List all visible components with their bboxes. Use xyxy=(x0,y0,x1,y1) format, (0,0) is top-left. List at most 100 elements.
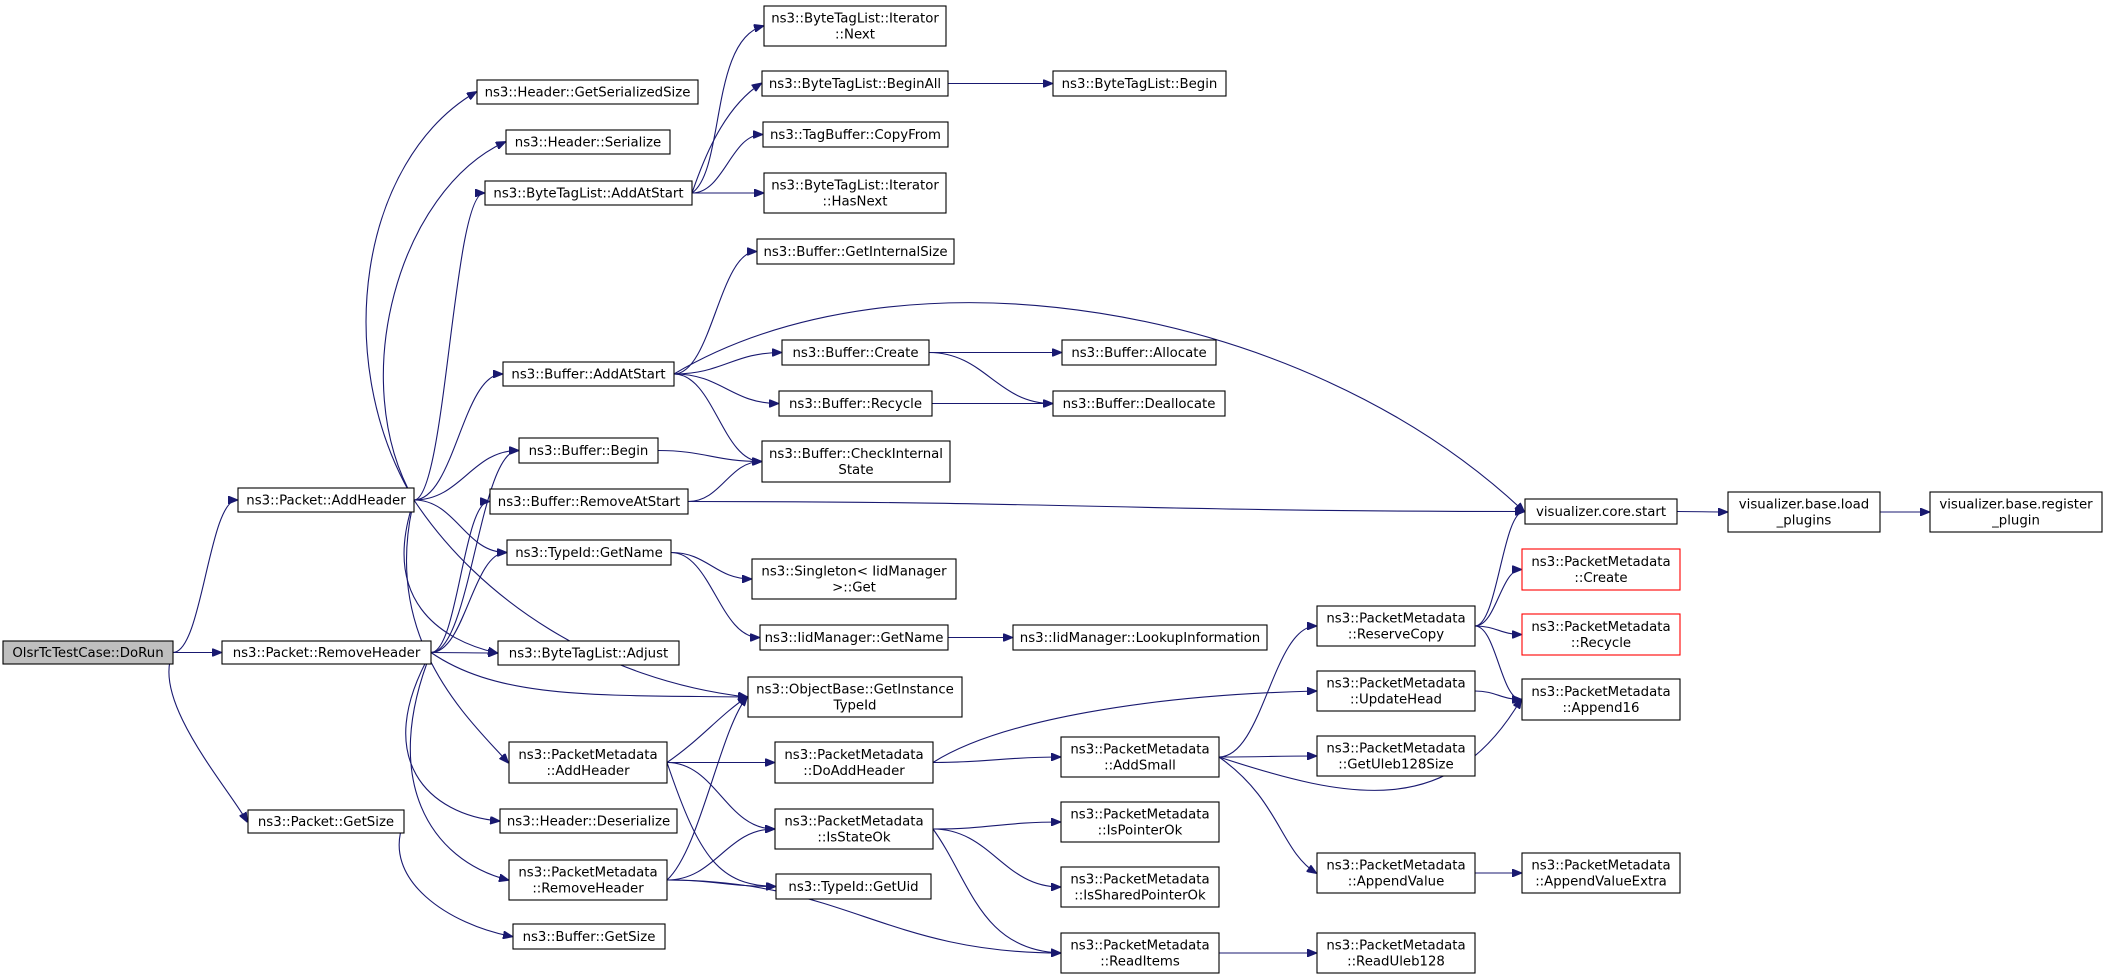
node-vis_base_register_plugin[interactable]: visualizer.base.register_plugin xyxy=(1929,491,2103,533)
node-label: ns3::Singleton< IidManager xyxy=(761,565,947,580)
node-pm_reservecopy[interactable]: ns3::PacketMetadata::ReserveCopy xyxy=(1316,605,1476,647)
node-vis_base_load_plugins[interactable]: visualizer.base.load_plugins xyxy=(1727,491,1881,533)
node-box xyxy=(1060,866,1220,908)
node-box xyxy=(476,79,699,105)
node-btli_hasnext[interactable]: ns3::ByteTagList::Iterator::HasNext xyxy=(763,172,947,214)
node-label: ns3::Buffer::Recycle xyxy=(789,397,922,412)
node-label: visualizer.core.start xyxy=(1536,505,1666,520)
node-label: State xyxy=(838,463,873,478)
node-pm_readuleb128[interactable]: ns3::PacketMetadata::ReadUleb128 xyxy=(1316,932,1476,974)
node-pm_issharedpointerok[interactable]: ns3::PacketMetadata::IsSharedPointerOk xyxy=(1060,866,1220,908)
node-pm_create[interactable]: ns3::PacketMetadata::Create xyxy=(1521,548,1681,591)
node-pkt_getsize[interactable]: ns3::Packet::GetSize xyxy=(247,809,405,834)
node-label: ns3::PacketMetadata xyxy=(784,815,923,830)
node-btl_begin[interactable]: ns3::ByteTagList::Begin xyxy=(1052,70,1227,97)
node-box xyxy=(506,539,672,566)
node-pm_removeheader[interactable]: ns3::PacketMetadata::RemoveHeader xyxy=(508,859,668,901)
edge-pkt_removeheader-to-buf_removeatstart xyxy=(430,502,489,654)
node-label: ns3::PacketMetadata xyxy=(1326,677,1465,692)
node-box xyxy=(1524,498,1678,525)
node-pm_doaddheader[interactable]: ns3::PacketMetadata::DoAddHeader xyxy=(774,741,934,784)
node-pm_addsmall[interactable]: ns3::PacketMetadata::AddSmall xyxy=(1060,736,1220,778)
edge-pm_addsmall-to-pm_appendvalue xyxy=(1218,756,1316,873)
node-pm_addheader[interactable]: ns3::PacketMetadata::AddHeader xyxy=(508,741,668,784)
node-label: ns3::PacketMetadata xyxy=(1070,939,1209,954)
node-label: ns3::Buffer::Allocate xyxy=(1071,346,1206,361)
node-box xyxy=(1316,852,1476,894)
node-buf_getinternalsize[interactable]: ns3::Buffer::GetInternalSize xyxy=(756,238,955,265)
node-label: TypeId xyxy=(833,699,877,714)
node-singleton_get[interactable]: ns3::Singleton< IidManager >::Get xyxy=(751,558,957,600)
edge-buf_removeatstart-to-vis_core_start xyxy=(687,500,1524,512)
edge-typeid_getname-to-iid_getname xyxy=(670,551,759,638)
edge-pkt_getsize-to-buf_getsize xyxy=(398,821,512,937)
node-box xyxy=(1521,852,1681,894)
node-buf_begin[interactable]: ns3::Buffer::Begin xyxy=(518,437,659,464)
node-pm_ispointerok[interactable]: ns3::PacketMetadata::IsPointerOk xyxy=(1060,801,1220,843)
node-btl_adjust[interactable]: ns3::ByteTagList::Adjust xyxy=(497,640,680,666)
node-label: ::IsSharedPointerOk xyxy=(1074,889,1206,904)
node-label: ns3::Packet::AddHeader xyxy=(246,494,406,509)
edge-pm_doaddheader-to-pm_updatehead xyxy=(932,691,1316,763)
node-typeid_getuid[interactable]: ns3::TypeId::GetUid xyxy=(775,873,932,900)
node-box xyxy=(1521,678,1681,721)
edge-buf_create-to-buf_deallocate xyxy=(928,351,1052,404)
node-pm_isstateok[interactable]: ns3::PacketMetadata::IsStateOk xyxy=(774,808,934,850)
node-buf_deallocate[interactable]: ns3::Buffer::Deallocate xyxy=(1052,390,1226,417)
edge-pm_addheader-to-typeid_getuid xyxy=(666,762,775,887)
node-dorun[interactable]: OlsrTcTestCase::DoRun xyxy=(2,640,174,665)
node-label: ::AddSmall xyxy=(1104,759,1176,774)
node-box xyxy=(508,859,668,901)
node-box xyxy=(762,121,949,148)
node-pkt_addheader[interactable]: ns3::Packet::AddHeader xyxy=(237,487,415,513)
node-pkt_removeheader[interactable]: ns3::Packet::RemoveHeader xyxy=(221,640,432,665)
node-iid_getname[interactable]: ns3::IidManager::GetName xyxy=(759,624,949,651)
node-box xyxy=(1052,390,1226,417)
node-buf_getsize[interactable]: ns3::Buffer::GetSize xyxy=(512,923,666,950)
node-iid_lookupinformation[interactable]: ns3::IidManager::LookupInformation xyxy=(1012,624,1268,651)
edge-pkt_removeheader-to-hdr_deserialize xyxy=(405,652,499,822)
node-typeid_getname[interactable]: ns3::TypeId::GetName xyxy=(506,539,672,566)
edge-pm_addsmall-to-pm_getuleb128size xyxy=(1218,756,1316,757)
node-label: ns3::PacketMetadata xyxy=(1531,859,1670,874)
node-pm_recycle[interactable]: ns3::PacketMetadata::Recycle xyxy=(1521,613,1681,656)
node-vis_core_start[interactable]: visualizer.core.start xyxy=(1524,498,1678,525)
node-btl_addatstart[interactable]: ns3::ByteTagList::AddAtStart xyxy=(484,180,693,206)
edge-pkt_removeheader-to-buf_begin xyxy=(430,451,518,654)
node-box xyxy=(1316,932,1476,974)
edge-btl_addatstart-to-tb_copyfrom xyxy=(691,135,762,194)
node-buf_addatstart[interactable]: ns3::Buffer::AddAtStart xyxy=(502,361,675,387)
node-label: _plugin xyxy=(1991,514,2040,529)
node-buf_removeatstart[interactable]: ns3::Buffer::RemoveAtStart xyxy=(489,488,689,515)
node-label: ns3::PacketMetadata xyxy=(1326,742,1465,757)
edge-pm_addheader-to-pm_isstateok xyxy=(666,761,774,830)
node-hdr_serialize[interactable]: ns3::Header::Serialize xyxy=(505,129,671,155)
node-hdr_deserialize[interactable]: ns3::Header::Deserialize xyxy=(499,808,678,834)
node-btl_beginall[interactable]: ns3::ByteTagList::BeginAll xyxy=(761,70,949,97)
node-hdr_getserializedsize[interactable]: ns3::Header::GetSerializedSize xyxy=(476,79,699,105)
node-pm_append16[interactable]: ns3::PacketMetadata::Append16 xyxy=(1521,678,1681,721)
node-pm_getuleb128size[interactable]: ns3::PacketMetadata::GetUleb128Size xyxy=(1316,735,1476,777)
edge-pkt_addheader-to-btl_adjust xyxy=(403,499,497,653)
node-btli_next[interactable]: ns3::ByteTagList::Iterator::Next xyxy=(763,5,947,47)
node-pm_updatehead[interactable]: ns3::PacketMetadata::UpdateHead xyxy=(1316,670,1476,712)
node-box xyxy=(505,129,671,155)
node-buf_allocate[interactable]: ns3::Buffer::Allocate xyxy=(1061,339,1217,366)
node-pm_readitems[interactable]: ns3::PacketMetadata::ReadItems xyxy=(1060,932,1220,974)
node-label: ns3::PacketMetadata xyxy=(1070,873,1209,888)
node-box xyxy=(1052,70,1227,97)
node-tb_copyfrom[interactable]: ns3::TagBuffer::CopyFrom xyxy=(762,121,949,148)
node-pm_appendvalueextra[interactable]: ns3::PacketMetadata::AppendValueExtra xyxy=(1521,852,1681,894)
node-buf_create[interactable]: ns3::Buffer::Create xyxy=(781,339,930,366)
node-box xyxy=(518,437,659,464)
edge-buf_addatstart-to-vis_core_start xyxy=(673,302,1524,512)
node-label: ::AppendValueExtra xyxy=(1535,875,1667,890)
node-label: ns3::PacketMetadata xyxy=(1070,808,1209,823)
node-label: OlsrTcTestCase::DoRun xyxy=(12,646,163,661)
node-buf_recycle[interactable]: ns3::Buffer::Recycle xyxy=(778,390,933,417)
node-label: ns3::Buffer::GetSize xyxy=(523,930,656,945)
node-pm_appendvalue[interactable]: ns3::PacketMetadata::AppendValue xyxy=(1316,852,1476,894)
